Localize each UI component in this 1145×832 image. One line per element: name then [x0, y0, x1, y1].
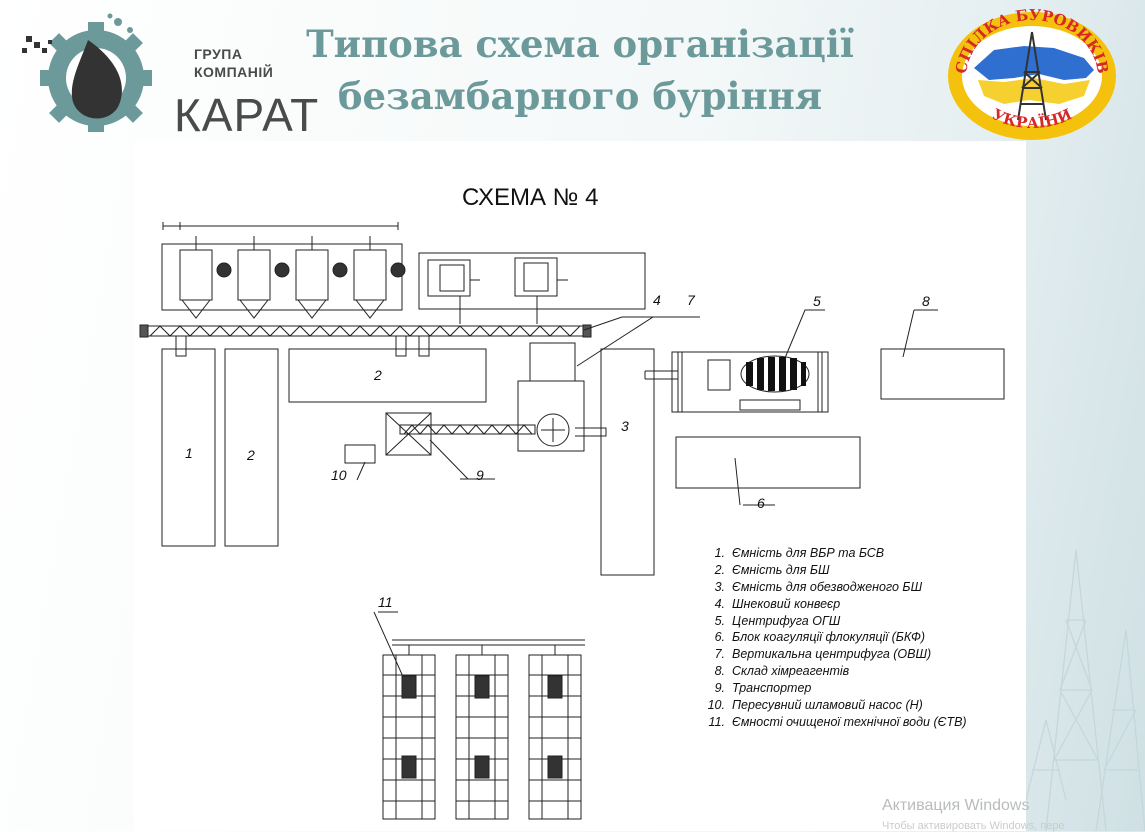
dimension-line	[162, 222, 399, 230]
tank-block	[161, 243, 403, 311]
karat-logo: ГРУПА КОМПАНІЙ КАРАТ	[18, 12, 318, 140]
legend-number: 11.	[708, 714, 725, 729]
label-7: 7	[687, 292, 695, 308]
legend-text: Ємність для БШ	[732, 562, 830, 577]
decorative-towers	[1026, 549, 1145, 831]
equipment-units	[427, 257, 568, 324]
activation-watermark: Активация Windows	[882, 797, 1030, 814]
vertical-centrifuge	[517, 342, 607, 452]
union-emblem-icon: СПІЛКА БУРОВИКІВ УКРАЇНИ	[948, 6, 1116, 140]
legend-number: 2.	[714, 562, 725, 577]
legend-text: Центрифуга ОГШ	[732, 613, 841, 628]
tank-3	[600, 348, 655, 576]
activation-watermark-sub: Чтобы активировать Windows, пере	[882, 820, 1065, 832]
legend-text: Блок коагуляції флокуляції (БКФ)	[732, 630, 926, 645]
leader-lines	[356, 309, 938, 691]
centrifuge-slots	[746, 357, 806, 391]
scheme-title: СХЕМА № 4	[462, 184, 599, 211]
legend-text: Ємність для обезводженого БШ	[732, 579, 923, 594]
label-11: 11	[378, 594, 393, 610]
label-8: 8	[922, 293, 930, 309]
legend-text: Пересувний шламовий насос (Н)	[732, 698, 923, 713]
legend-number: 6.	[714, 630, 725, 645]
logo-text-line2: КОМПАНІЙ	[194, 64, 274, 80]
karat-gear-icon	[22, 13, 152, 132]
tank-1	[161, 348, 216, 547]
water-tanks	[382, 639, 585, 820]
label-6: 6	[757, 495, 765, 511]
page-title: Типова схема організації безамбарного бу…	[300, 18, 860, 122]
legend-number: 1.	[714, 546, 725, 560]
legend-number: 4.	[714, 596, 725, 611]
legend-text: Транспортер	[732, 681, 812, 696]
label-10: 10	[331, 467, 347, 483]
label-5: 5	[813, 293, 821, 309]
centrifuge-ogsh	[644, 351, 829, 413]
label-2-horizontal: 2	[374, 367, 382, 383]
union-logo: СПІЛКА БУРОВИКІВ УКРАЇНИ	[944, 6, 1119, 143]
diagram-panel	[134, 141, 1026, 831]
equipment-block	[418, 252, 646, 310]
label-1: 1	[185, 445, 193, 461]
legend-text: Шнековий конвеєр	[732, 596, 841, 611]
tank-2-horizontal	[288, 348, 487, 403]
tank-2-left	[224, 348, 279, 547]
title-line-2: безамбарного буріння	[337, 74, 823, 118]
decanter-units	[179, 236, 406, 319]
label-9: 9	[476, 467, 484, 483]
label-4: 4	[653, 292, 661, 308]
logo-brand: КАРАТ	[174, 89, 320, 141]
title-line-1: Типова схема організації	[306, 22, 854, 66]
legend-text: Ємність для ВБР та БСВ	[732, 546, 885, 560]
logo-text-line1: ГРУПА	[194, 46, 243, 62]
legend-text: Ємності очищеної технічної води (ЄТВ)	[732, 714, 967, 729]
coagulation-block	[675, 436, 861, 489]
legend-number: 8.	[714, 664, 725, 679]
legend-text: Склад хімреагентів	[732, 664, 850, 679]
legend-number: 10.	[707, 698, 725, 713]
slurry-pump	[344, 444, 376, 464]
chemical-store	[880, 348, 1005, 400]
label-2-vertical: 2	[247, 447, 255, 463]
legend-number: 9.	[714, 681, 725, 696]
label-3: 3	[621, 418, 629, 434]
legend-number: 3.	[714, 579, 725, 594]
legend-text: Вертикальна центрифуга (ОВШ)	[732, 647, 932, 662]
legend-number: 7.	[714, 647, 725, 662]
legend-number: 5.	[714, 613, 725, 628]
